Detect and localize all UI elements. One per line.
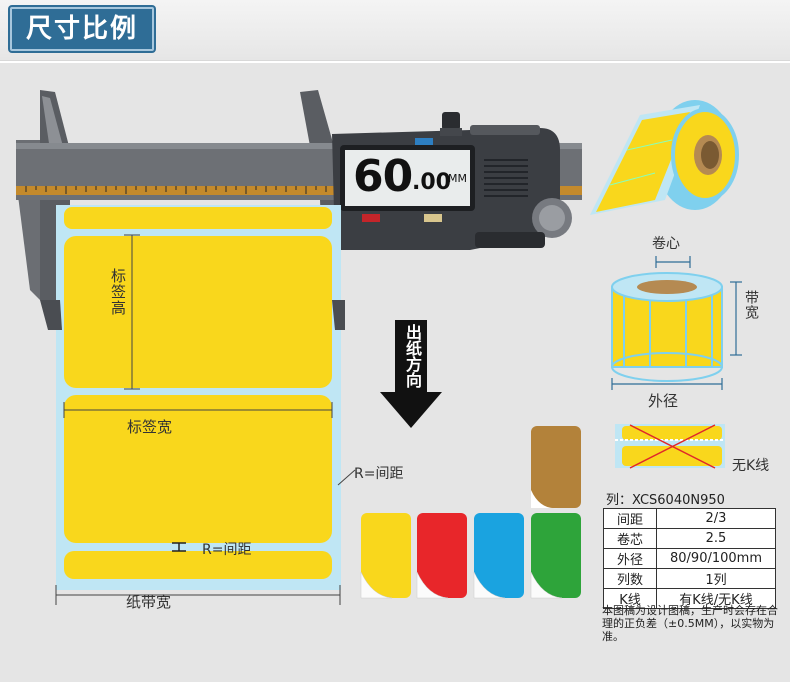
spec-row: K线有K线/无K线 xyxy=(603,588,776,609)
outer-diameter-text: 外径 xyxy=(648,392,679,410)
color-swatch-brown xyxy=(531,426,581,509)
feed-direction-text: 出纸方向 xyxy=(403,324,422,388)
caliper-unit: MM xyxy=(448,172,467,185)
color-swatch-green xyxy=(530,513,581,599)
color-swatch-blue xyxy=(473,513,524,599)
lcd-display xyxy=(345,150,470,206)
caliper-reading-decimal: .00 xyxy=(412,170,451,195)
core-text: 卷心 xyxy=(652,236,680,252)
section-title: 尺寸比例 xyxy=(25,14,138,44)
label-width-text: 标签宽 xyxy=(127,418,173,436)
gap-right-text: R=间距 xyxy=(354,466,404,482)
color-swatch-yellow xyxy=(360,513,411,599)
label-1 xyxy=(64,236,332,388)
red-button xyxy=(362,214,380,222)
band-width-text: 带宽 xyxy=(743,290,759,320)
label-height-text: 标签高 xyxy=(109,268,127,316)
caliper-reading: 60 xyxy=(353,151,413,202)
section-header: 尺寸比例 xyxy=(0,0,790,61)
label-roll-unrolled xyxy=(590,100,739,215)
roll-width-text: 纸带宽 xyxy=(126,593,172,611)
blue-button xyxy=(415,138,433,145)
feed-direction-arrow xyxy=(380,320,442,428)
gap-bottom-text: R=间距 xyxy=(202,542,252,558)
no-k-line-sample xyxy=(615,424,725,469)
beige-button xyxy=(424,214,442,222)
color-swatch-red xyxy=(416,513,467,599)
label-2 xyxy=(64,395,332,543)
label-roll-side xyxy=(611,272,723,382)
model-number: 列：XCS6040N950 xyxy=(606,493,725,508)
tolerance-note: 本图稿为设计图稿，生产时会存在合理的正负差（±0.5MM），以实物为准。 xyxy=(602,604,778,643)
no-k-line-text: 无K线 xyxy=(732,458,770,474)
section-title-badge: 尺寸比例 xyxy=(10,7,154,51)
